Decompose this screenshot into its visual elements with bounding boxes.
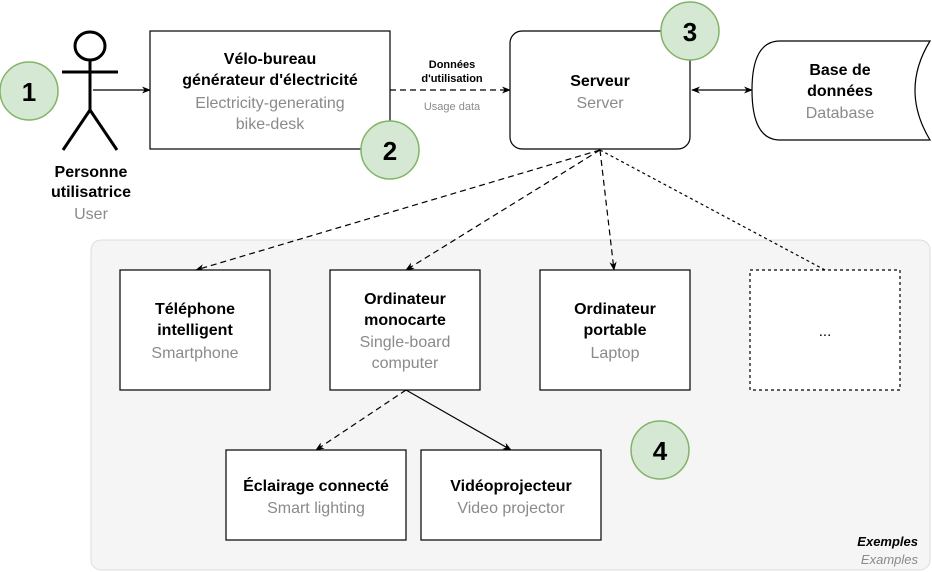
node-database: [751, 40, 932, 141]
person-label-en: User: [74, 206, 108, 223]
marker-3-label: 3: [683, 17, 697, 47]
laptop-label-en: Laptop: [591, 345, 640, 362]
database-label-en: Database: [806, 105, 875, 122]
edge-server-laptop: [599, 149, 617, 271]
edge-sbc-lighting: [315, 389, 407, 451]
node-laptop: [539, 269, 691, 391]
group-label-fr: Exemples: [857, 534, 918, 549]
phone-label-en: Smartphone: [151, 345, 238, 362]
edge-label-fr1: Données: [429, 59, 475, 71]
node-smartphone: [119, 269, 271, 391]
marker-4-label: 4: [653, 436, 668, 466]
sbc-label-fr1: Ordinateur: [364, 291, 446, 308]
edge-label-fr2: d'utilisation: [421, 73, 483, 85]
bike-label-en2: bike-desk: [236, 116, 305, 133]
marker-2-label: 2: [383, 136, 397, 166]
lighting-label-fr: Éclairage connecté: [243, 476, 389, 495]
node-smart-lighting: [225, 449, 407, 541]
database-label-fr1: Base de: [809, 62, 870, 79]
edge-server-phone: [195, 149, 601, 272]
phone-label-fr1: Téléphone: [155, 301, 235, 318]
bike-label-fr2: générateur d'électricité: [182, 72, 358, 89]
database-label-fr2: données: [807, 83, 873, 100]
sbc-label-en1: Single-board: [360, 334, 451, 351]
edge-label-bg: [405, 55, 495, 87]
server-label-fr: Serveur: [570, 73, 630, 90]
projector-label-en: Video projector: [457, 500, 565, 517]
projector-label-fr: Vidéoprojecteur: [450, 478, 572, 495]
person-label-fr1: Personne: [55, 164, 128, 181]
laptop-label-fr2: portable: [583, 322, 646, 339]
group-label-en: Examples: [861, 552, 919, 567]
node-server: [509, 30, 691, 150]
marker-4: 4: [630, 420, 690, 480]
edge-label-en: Usage data: [424, 101, 481, 113]
edge-server-sbc: [405, 149, 601, 271]
other-label: ...: [819, 323, 832, 340]
marker-1: 1: [0, 61, 59, 121]
node-single-board-computer: [329, 269, 481, 391]
edge-server-other: [599, 149, 826, 271]
server-label-en: Server: [576, 95, 624, 112]
user-stick-figure: [61, 30, 119, 151]
bike-label-fr1: Vélo-bureau: [224, 51, 316, 68]
marker-1-label: 1: [22, 77, 36, 107]
person-label-fr2: utilisatrice: [51, 184, 131, 201]
laptop-label-fr1: Ordinateur: [574, 301, 656, 318]
sbc-label-en2: computer: [372, 355, 439, 372]
node-bike-desk: [149, 30, 391, 150]
node-other: [749, 269, 901, 391]
marker-3: 3: [660, 1, 720, 61]
bike-label-en1: Electricity-generating: [195, 95, 344, 112]
marker-2: 2: [360, 120, 420, 180]
node-video-projector: [420, 449, 602, 541]
edge-sbc-projector: [405, 389, 512, 451]
sbc-label-fr2: monocarte: [364, 312, 446, 329]
lighting-label-en: Smart lighting: [267, 500, 365, 517]
phone-label-fr2: intelligent: [157, 322, 233, 339]
